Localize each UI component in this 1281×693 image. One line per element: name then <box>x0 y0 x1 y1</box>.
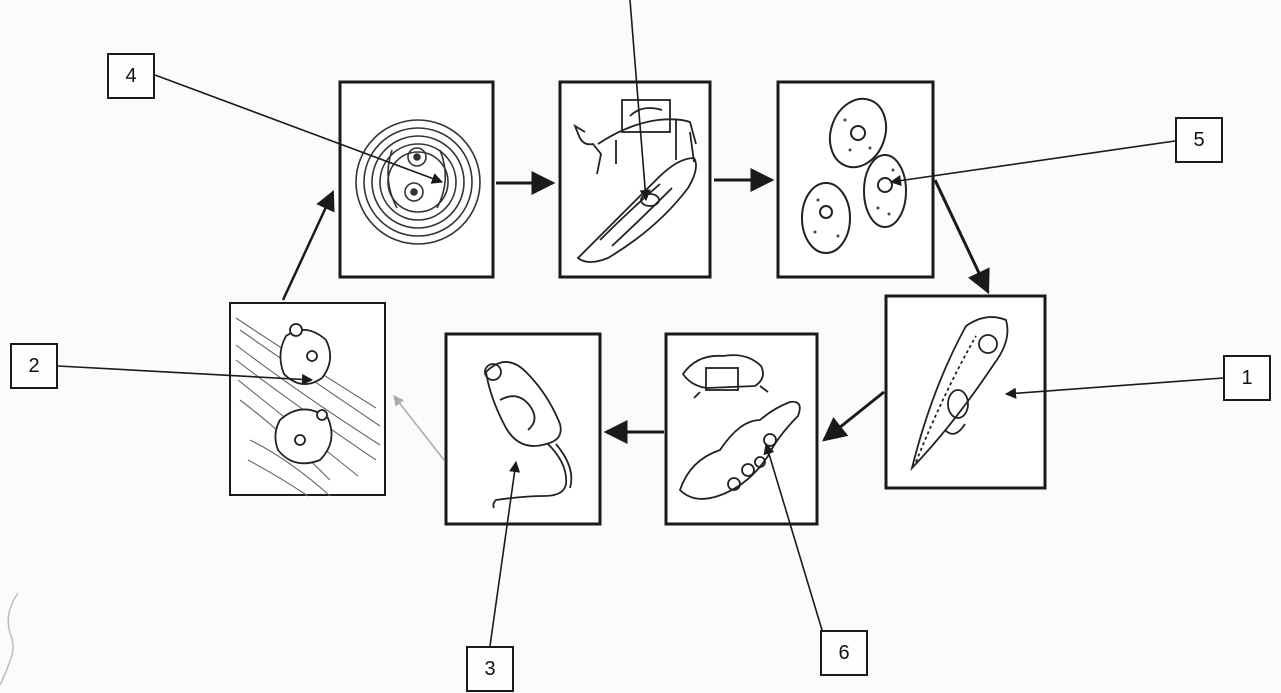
label-6: 6 <box>820 630 868 676</box>
arrow-tissue-to-cyst <box>283 192 333 300</box>
stage-panel-flagellated-form <box>446 334 600 524</box>
label-4: 4 <box>107 53 155 99</box>
stage-panel-tissue-cysts <box>230 303 385 496</box>
stage-panel-cyst <box>340 82 493 277</box>
stage-panel-cattle-host <box>560 82 710 277</box>
label-5: 5 <box>1175 117 1223 163</box>
stage-panel-rodent-host <box>666 334 817 524</box>
label-2: 2 <box>10 343 58 389</box>
arrow-flagellated-to-tissue <box>394 396 444 460</box>
arrow-cells-to-ciliated <box>935 180 988 292</box>
label-1: 1 <box>1223 355 1271 401</box>
stage-panel-ciliated-form <box>886 296 1045 488</box>
label-3: 3 <box>466 646 514 692</box>
arrow-ciliated-to-rodent <box>824 392 884 440</box>
pencil-mark <box>0 593 18 685</box>
